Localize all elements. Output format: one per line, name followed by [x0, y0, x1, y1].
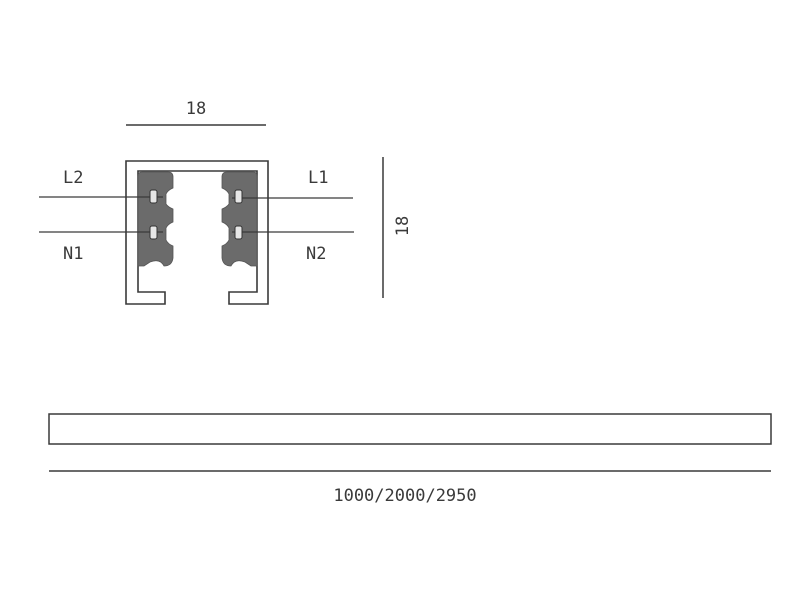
contact-n2 — [234, 225, 243, 240]
contact-l2 — [149, 189, 158, 204]
track-profile-outline — [125, 160, 269, 305]
contact-n1 — [149, 225, 158, 240]
right-insulator — [221, 171, 258, 267]
contact-l1 — [234, 189, 243, 204]
left-insulator — [137, 171, 174, 267]
conductor-label-l1: L1 — [308, 168, 328, 188]
conductor-label-n2: N2 — [306, 244, 326, 264]
conductor-label-l2: L2 — [63, 168, 83, 188]
width-dimension-label: 18 — [186, 99, 206, 119]
conductor-label-n1: N1 — [63, 244, 83, 264]
track-side-view — [48, 413, 772, 445]
height-dimension-label: 18 — [393, 216, 413, 236]
length-dimension-label: 1000/2000/2950 — [333, 486, 476, 506]
